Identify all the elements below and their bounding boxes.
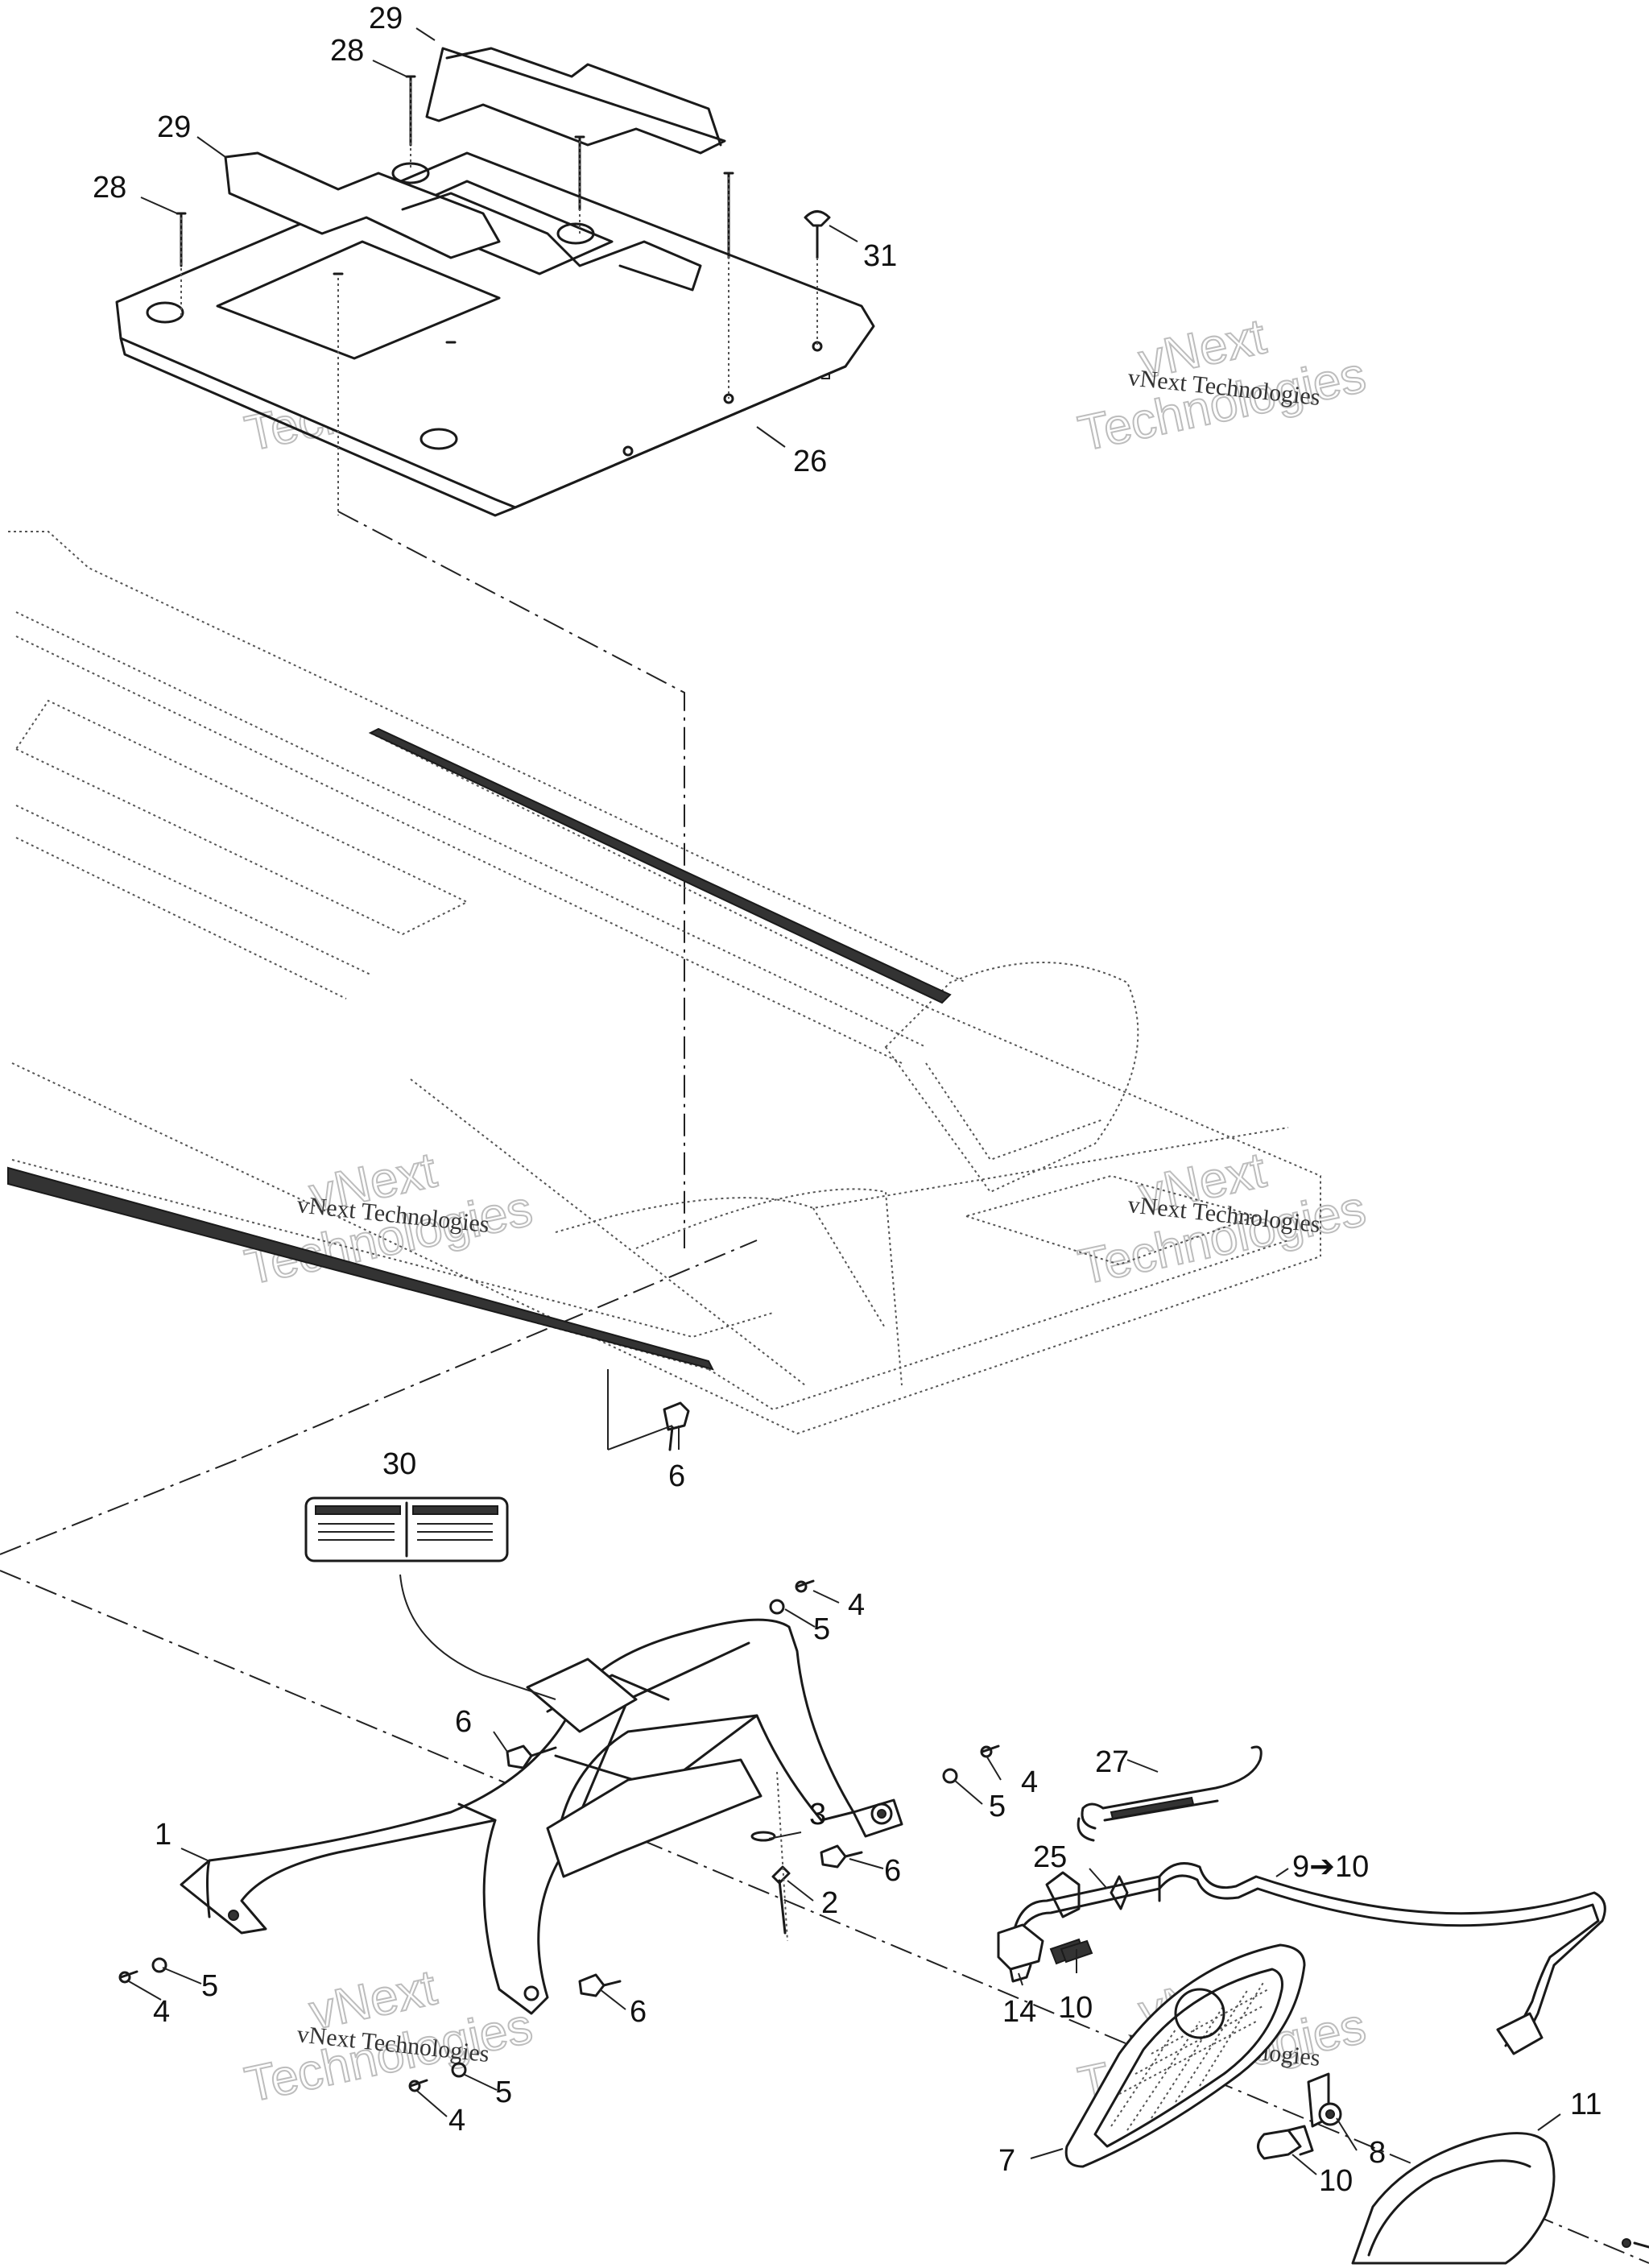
- watermark-bottom-left: vNext Technologies vNext Technologies: [240, 1959, 538, 2113]
- callout-7: 7: [998, 2144, 1015, 2178]
- callout-2: 2: [821, 1886, 838, 1920]
- callout-10-bulb: 10: [1319, 2164, 1353, 2198]
- callout-5-top: 5: [813, 1612, 830, 1646]
- callout-30: 30: [382, 1447, 416, 1481]
- callout-5-right: 5: [989, 1790, 1006, 1823]
- callout-9-to-10: 9➔10: [1292, 1850, 1369, 1884]
- alignment-centerlines: [0, 338, 1649, 2264]
- taillight-7: [1064, 1943, 1306, 2168]
- callout-6-tunnel: 6: [668, 1459, 685, 1493]
- screw-28-and-31: [176, 75, 831, 515]
- bolt-6-tunnel: [607, 1369, 690, 1451]
- callout-5-left: 5: [201, 1969, 218, 2003]
- callout-4-top: 4: [848, 1588, 865, 1622]
- socket-8: [1307, 2072, 1342, 2128]
- callout-10-clip: 10: [1059, 1991, 1093, 2025]
- callout-8: 8: [1369, 2136, 1386, 2170]
- callout-29-upper: 29: [369, 2, 403, 35]
- watermark-top-right: vNext Technologies vNext Technologies: [1073, 308, 1371, 462]
- callout-11: 11: [1570, 2088, 1601, 2121]
- strap-29-lower: [224, 151, 702, 292]
- callout-25: 25: [1033, 1840, 1067, 1874]
- callout-4-left: 4: [153, 1995, 170, 2029]
- callout-leaders: [128, 27, 1561, 2175]
- callout-4-right: 4: [1021, 1765, 1038, 1799]
- callout-6-bottom: 6: [630, 1995, 647, 2029]
- callout-3: 3: [809, 1798, 826, 1831]
- chassis-tunnel-outline: [8, 531, 1321, 1435]
- callout-14: 14: [1002, 1995, 1036, 2029]
- callout-6-mid: 6: [884, 1854, 901, 1888]
- tail-housing-11: [1351, 2132, 1649, 2265]
- callout-28-upper: 28: [330, 34, 364, 68]
- callout-6-left: 6: [455, 1705, 472, 1739]
- hook-27: [1077, 1745, 1263, 1842]
- bulb-10: [1257, 2125, 1314, 2160]
- strap-29-upper: [425, 47, 726, 155]
- fastener-set: [118, 1579, 1000, 2092]
- wire-harness-9: [1013, 1862, 1606, 2055]
- rear-bumper-1: [180, 1618, 903, 2015]
- skid-plate-26: [115, 151, 875, 517]
- callout-1: 1: [155, 1818, 172, 1852]
- callout-29-lower: 29: [157, 110, 191, 144]
- callout-27: 27: [1095, 1745, 1129, 1779]
- callout-28-lower: 28: [93, 171, 126, 205]
- watermark-middle-right: vNext Technologies vNext Technologies: [1073, 1141, 1371, 1296]
- rubber-strip: [7, 727, 952, 1371]
- callout-26: 26: [793, 445, 827, 478]
- callout-labels: 29 28 29 28 31 26 6 30 4 5 6 4 5 27 3 1 …: [93, 2, 1601, 2198]
- callout-5-bottom: 5: [495, 2076, 512, 2109]
- decal-30: [304, 1496, 509, 1562]
- callout-31: 31: [863, 239, 897, 273]
- callout-4-bottom: 4: [448, 2104, 465, 2138]
